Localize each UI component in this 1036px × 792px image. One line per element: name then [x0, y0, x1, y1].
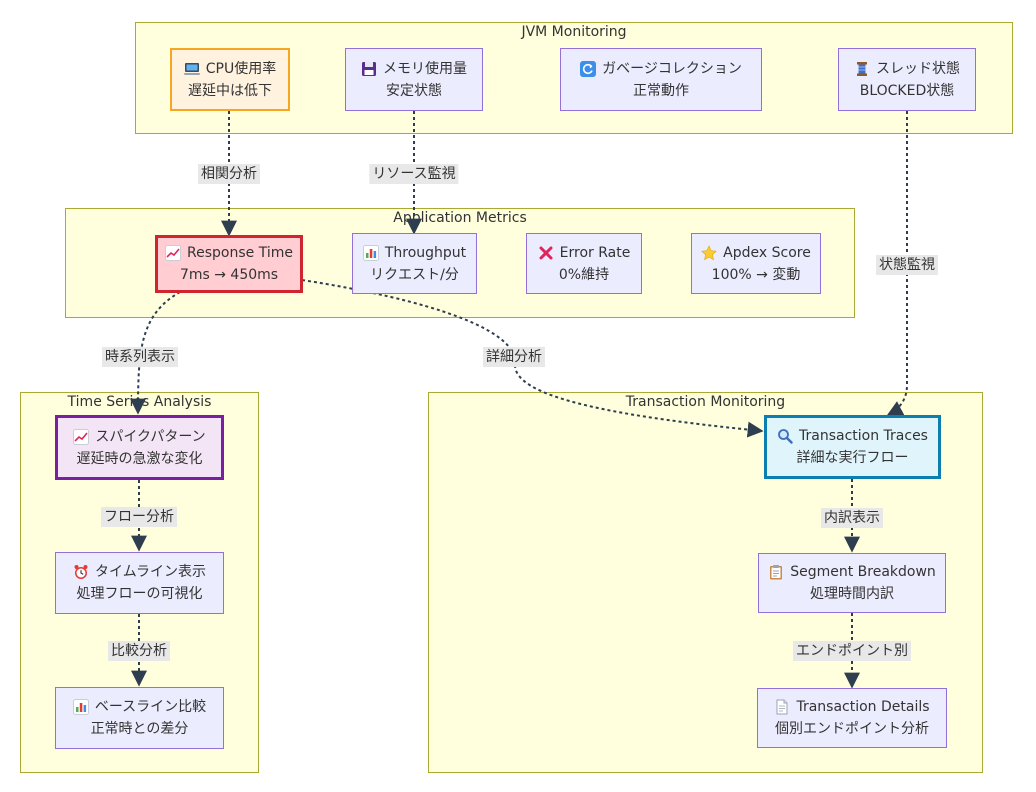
node-throughput[interactable]: Throughput リクエスト/分: [352, 233, 477, 294]
node-subtitle: 正常時との差分: [90, 721, 189, 737]
cluster-title: Application Metrics: [393, 210, 527, 226]
node-title: タイムライン表示: [94, 564, 207, 580]
node-apdex-score[interactable]: Apdex Score 100% → 変動: [691, 233, 821, 294]
edge-label-breakdown-display: 内訳表示: [821, 508, 883, 528]
star-icon: [701, 244, 718, 260]
chart-increasing-icon: [73, 428, 90, 445]
edge-response-time-to-traces: [301, 279, 764, 438]
node-title: Segment Breakdown: [790, 564, 936, 580]
cluster-title: Transaction Monitoring: [625, 394, 786, 410]
node-title: Transaction Details: [796, 699, 930, 715]
refresh-icon: [580, 60, 597, 77]
bar-chart-icon: [72, 699, 89, 715]
node-title: スパイクパターン: [95, 428, 206, 445]
node-subtitle: 遅延中は低下: [188, 82, 272, 99]
page-icon: [776, 699, 788, 715]
node-title: Transaction Traces: [799, 428, 928, 444]
node-title: スレッド状態: [876, 60, 960, 77]
edge-label-detailed-analysis: 詳細分析: [483, 347, 545, 367]
node-subtitle: リクエスト/分: [370, 266, 459, 283]
computer-icon: [183, 62, 200, 75]
chart-increasing-icon: [165, 245, 182, 261]
node-subtitle: 0%維持: [558, 266, 610, 283]
bar-chart-icon: [362, 244, 379, 261]
edge-label-per-endpoint: エンドポイント別: [793, 641, 911, 661]
node-title: CPU使用率: [205, 60, 277, 77]
node-title: ベースライン比較: [94, 699, 207, 715]
node-subtitle: 正常動作: [633, 82, 689, 99]
node-baseline-comparison[interactable]: ベースライン比較 正常時との差分: [55, 687, 224, 749]
edge-response-time-to-spike: [130, 291, 181, 415]
node-subtitle: BLOCKED状態: [859, 82, 955, 99]
node-title: メモリ使用量: [383, 60, 467, 77]
node-title: ガベージコレクション: [602, 60, 742, 77]
node-segment-breakdown[interactable]: Segment Breakdown 処理時間内訳: [758, 553, 946, 613]
node-cpu-usage[interactable]: CPU使用率 遅延中は低下: [170, 48, 290, 111]
magnifying-glass-icon: [778, 429, 793, 444]
edge-label-comparison-analysis: 比較分析: [108, 641, 170, 661]
node-response-time[interactable]: Response Time 7ms → 450ms: [155, 235, 303, 293]
node-garbage-collection[interactable]: ガベージコレクション 正常動作: [560, 48, 762, 111]
node-thread-state[interactable]: スレッド状態 BLOCKED状態: [838, 48, 976, 111]
edge-label-flow-analysis: フロー分析: [101, 507, 177, 527]
node-transaction-details[interactable]: Transaction Details 個別エンドポイント分析: [757, 688, 947, 748]
node-subtitle: 7ms → 450ms: [179, 267, 279, 283]
node-subtitle: 個別エンドポイント分析: [775, 721, 929, 737]
edge-label-time-series-display: 時系列表示: [102, 347, 178, 367]
node-subtitle: 処理フローの可視化: [76, 586, 203, 602]
node-subtitle: 詳細な実行フロー: [796, 450, 909, 466]
node-transaction-traces[interactable]: Transaction Traces 詳細な実行フロー: [764, 415, 941, 479]
node-subtitle: 遅延時の急激な変化: [76, 450, 203, 467]
node-title: Throughput: [384, 244, 467, 261]
edge-thread-to-traces: [886, 111, 908, 416]
node-title: Error Rate: [559, 244, 631, 261]
floppy-disk-icon: [362, 61, 376, 76]
alarm-clock-icon: [74, 565, 88, 579]
cross-mark-icon: [539, 246, 553, 259]
node-error-rate[interactable]: Error Rate 0%維持: [526, 233, 642, 294]
node-title: Apdex Score: [723, 244, 811, 261]
edge-label-resource-monitoring: リソース監視: [369, 164, 459, 184]
node-memory-usage[interactable]: メモリ使用量 安定状態: [345, 48, 483, 111]
node-timeline[interactable]: タイムライン表示 処理フローの可視化: [55, 552, 224, 614]
cluster-title: JVM Monitoring: [521, 24, 627, 40]
edge-label-state-monitoring: 状態監視: [876, 255, 938, 275]
node-title: Response Time: [187, 245, 293, 261]
thread-spool-icon: [857, 61, 867, 76]
node-subtitle: 処理時間内訳: [810, 586, 894, 602]
node-subtitle: 100% → 変動: [711, 266, 801, 283]
edge-label-correlation: 相関分析: [198, 164, 260, 184]
node-subtitle: 安定状態: [386, 82, 442, 99]
node-spike-pattern[interactable]: スパイクパターン 遅延時の急激な変化: [55, 415, 224, 480]
clipboard-icon: [770, 565, 783, 580]
